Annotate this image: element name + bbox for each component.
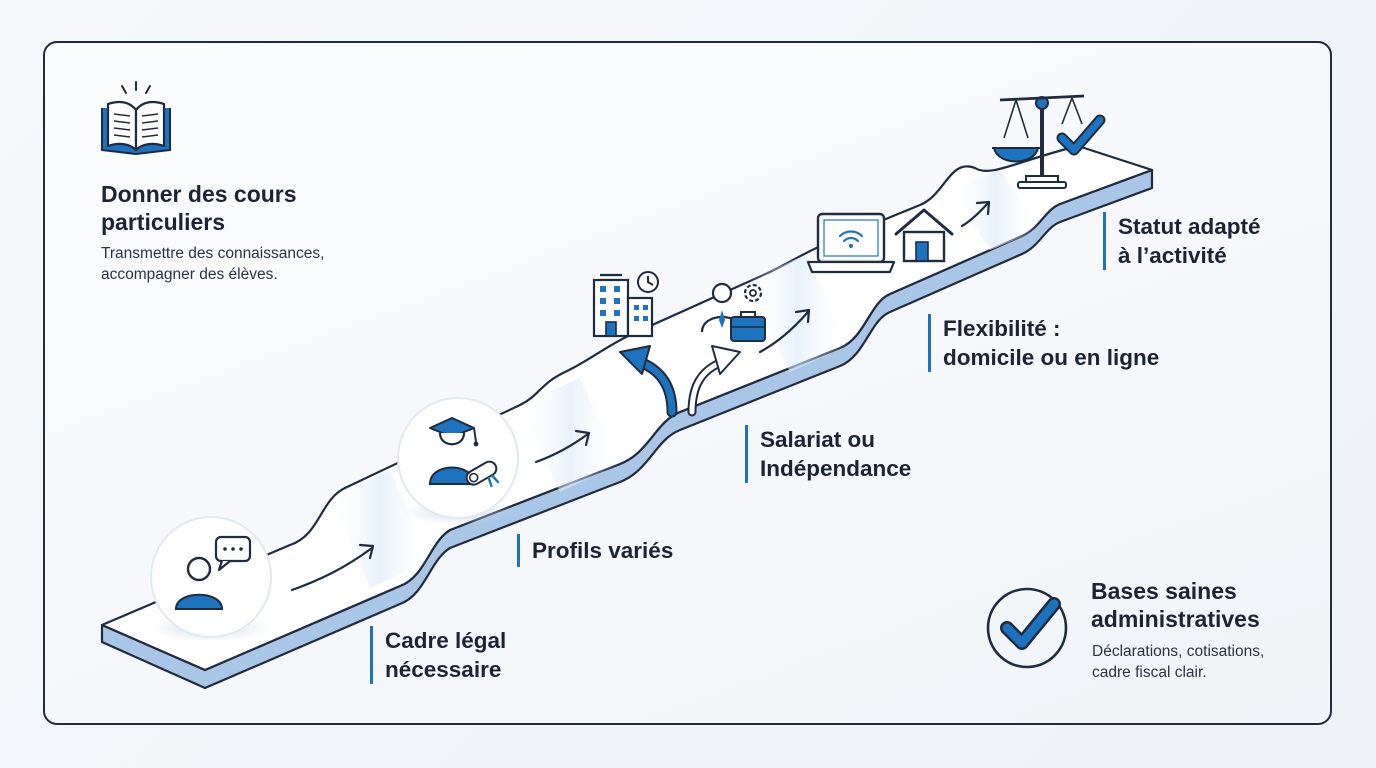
intro-subtitle: Transmettre des connaissances, accompagn…	[101, 243, 324, 285]
outro-subtitle: Déclarations, cotisations, cadre fiscal …	[1092, 641, 1264, 683]
step-label-3: Salariat ou Indépendance	[745, 425, 911, 483]
step-5-line-1: Statut adapté	[1118, 214, 1261, 239]
building-briefcase-arrows-icon	[592, 271, 766, 418]
outro-title-line-1: Bases saines	[1091, 578, 1237, 604]
outro-subtitle-line-2: cadre fiscal clair.	[1092, 664, 1207, 681]
step-4-line-2: domicile ou en ligne	[943, 345, 1160, 370]
intro-subtitle-line-1: Transmettre des connaissances,	[101, 245, 325, 262]
step-label-4: Flexibilité : domicile ou en ligne	[928, 314, 1159, 372]
step-3-line-1: Salariat ou	[760, 427, 876, 452]
step-label-2: Profils variés	[517, 534, 673, 567]
open-book-icon	[101, 81, 171, 156]
checkmark-circle-icon	[986, 587, 1068, 669]
step-2-line-1: Profils variés	[532, 538, 674, 563]
step-label-5: Statut adapté à l’activité	[1103, 212, 1261, 270]
step-1-line-1: Cadre légal	[385, 628, 507, 653]
step-4-line-1: Flexibilité :	[943, 316, 1061, 341]
step-3-line-2: Indépendance	[760, 456, 912, 481]
step-5-line-2: à l’activité	[1118, 243, 1227, 268]
outro-subtitle-line-1: Déclarations, cotisations,	[1092, 643, 1265, 660]
outro-title-line-2: administratives	[1091, 606, 1260, 632]
scale-checkmark-icon	[992, 94, 1106, 189]
outro-title: Bases saines administratives	[1091, 577, 1260, 633]
step-label-1: Cadre légal nécessaire	[370, 626, 506, 684]
step-1-line-2: nécessaire	[385, 657, 502, 682]
intro-title-line-1: Donner des cours	[101, 181, 297, 207]
graduate-diploma-icon	[397, 397, 519, 519]
laptop-house-icon	[806, 208, 954, 274]
person-speech-bubble-icon	[150, 516, 272, 638]
intro-title-line-2: particuliers	[101, 209, 225, 235]
intro-subtitle-line-2: accompagner des élèves.	[101, 266, 278, 283]
intro-title: Donner des cours particuliers	[101, 180, 297, 236]
